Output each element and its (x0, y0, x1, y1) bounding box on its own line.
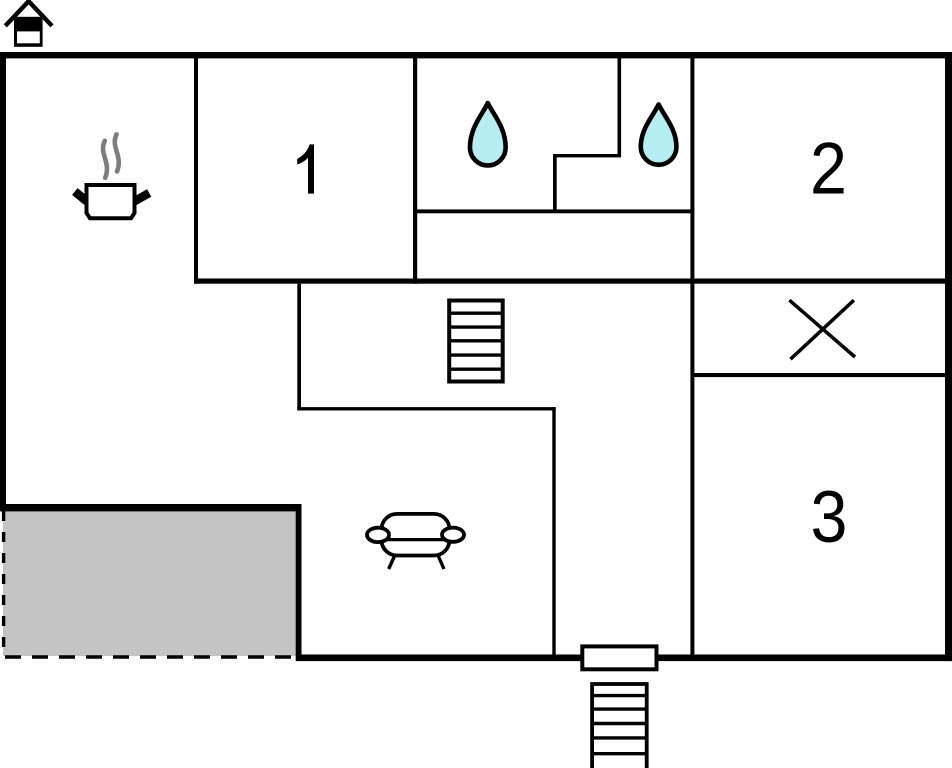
svg-text:3: 3 (811, 476, 848, 558)
svg-text:2: 2 (810, 128, 847, 210)
